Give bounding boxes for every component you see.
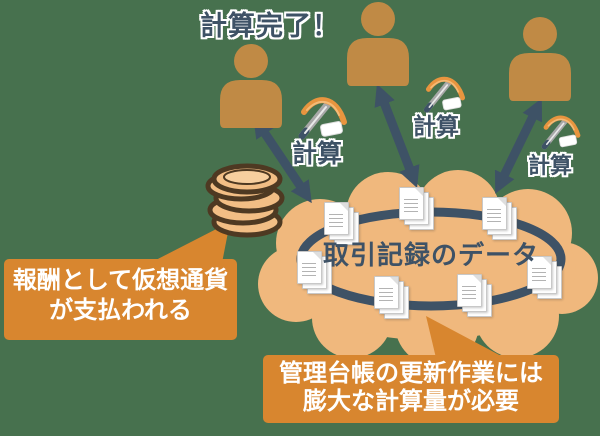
doc-lines xyxy=(462,286,476,301)
double-headed-arrow-icon-right xyxy=(494,98,543,194)
doc-fold xyxy=(390,277,398,285)
work-callout: 管理台帳の更新作業には 膨大な計算量が必要 xyxy=(263,355,559,423)
person-icon-middle xyxy=(347,2,409,86)
coin-stack-icon xyxy=(205,163,285,238)
doc-fold xyxy=(543,257,551,265)
reward-callout-line1: 報酬として仮想通貨 xyxy=(12,267,229,294)
pickaxe-icon-left xyxy=(302,100,344,137)
person-icon-left xyxy=(220,44,282,128)
document-icon xyxy=(399,187,435,230)
doc-lines xyxy=(487,209,501,224)
doc-page xyxy=(324,202,349,235)
pickaxe-task-label: 計算 xyxy=(291,140,342,168)
doc-lines xyxy=(404,199,418,214)
doc-fold xyxy=(313,252,321,260)
doc-lines xyxy=(302,263,316,278)
reward-callout-line2: が支払われる xyxy=(49,297,192,324)
doc-lines xyxy=(329,214,343,229)
work-callout-line1: 管理台帳の更新作業には xyxy=(279,360,543,387)
doc-lines xyxy=(379,288,393,303)
doc-fold xyxy=(340,203,348,211)
doc-page xyxy=(457,274,482,307)
document-icon xyxy=(297,251,333,294)
doc-page xyxy=(374,276,399,309)
doc-fold xyxy=(415,188,423,196)
document-icon xyxy=(527,256,563,299)
doc-fold xyxy=(473,275,481,283)
pickaxe-task-label: 計算 xyxy=(527,153,572,178)
work-callout-pointer xyxy=(426,316,505,358)
double-headed-arrow-icon-left xyxy=(253,115,312,204)
double-headed-arrow-icon-middle xyxy=(374,83,420,189)
work-callout-line2: 膨大な計算量が必要 xyxy=(303,388,519,415)
document-icon xyxy=(374,276,410,319)
doc-lines xyxy=(532,268,546,283)
status-text: 計算完了！ xyxy=(200,11,340,41)
doc-fold xyxy=(498,198,506,206)
document-icon xyxy=(324,202,360,245)
reward-callout-pointer xyxy=(150,222,230,263)
ledger-label: 取引記録のデータ xyxy=(322,240,539,270)
document-icon xyxy=(482,197,518,240)
pickaxe-icon-middle xyxy=(427,79,463,110)
reward-callout: 報酬として仮想通貨 が支払われる xyxy=(4,259,237,340)
pickaxe-task-label: 計算 xyxy=(413,113,459,139)
doc-page xyxy=(399,187,424,220)
doc-page xyxy=(527,256,552,289)
pickaxe-icon-right xyxy=(544,118,578,147)
person-icon-right xyxy=(509,17,571,101)
document-icon xyxy=(457,274,493,317)
doc-page xyxy=(297,251,322,284)
doc-page xyxy=(482,197,507,230)
